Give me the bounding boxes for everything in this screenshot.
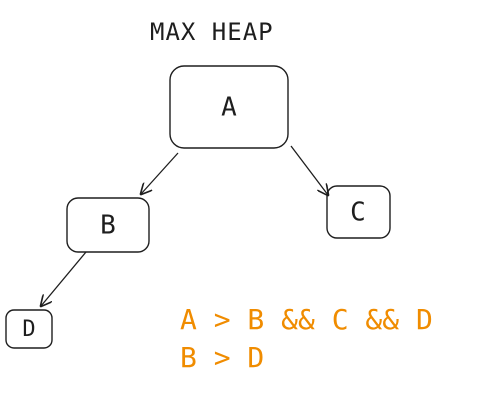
- node-a-label: A: [221, 93, 237, 123]
- node-d-label: D: [22, 317, 35, 342]
- edges: [41, 145, 328, 306]
- note-line-2: B > D: [180, 341, 264, 374]
- edge-a-to-b: [141, 152, 179, 194]
- note-line-1: A > B && C && D: [180, 303, 433, 336]
- node-b-label: B: [100, 211, 116, 241]
- node-d: D: [5, 309, 53, 349]
- diagram-title: MAX HEAP: [150, 18, 274, 46]
- node-a-box: [169, 65, 289, 149]
- node-c-label: C: [350, 198, 366, 228]
- edge-b-to-d: [41, 251, 87, 306]
- node-b-box: [66, 197, 150, 253]
- node-c-box: [326, 185, 391, 239]
- node-b: B: [66, 197, 150, 253]
- node-c: C: [326, 185, 391, 239]
- node-d-box: [5, 309, 53, 349]
- edge-a-to-c: [290, 145, 328, 195]
- node-a: A: [169, 65, 289, 149]
